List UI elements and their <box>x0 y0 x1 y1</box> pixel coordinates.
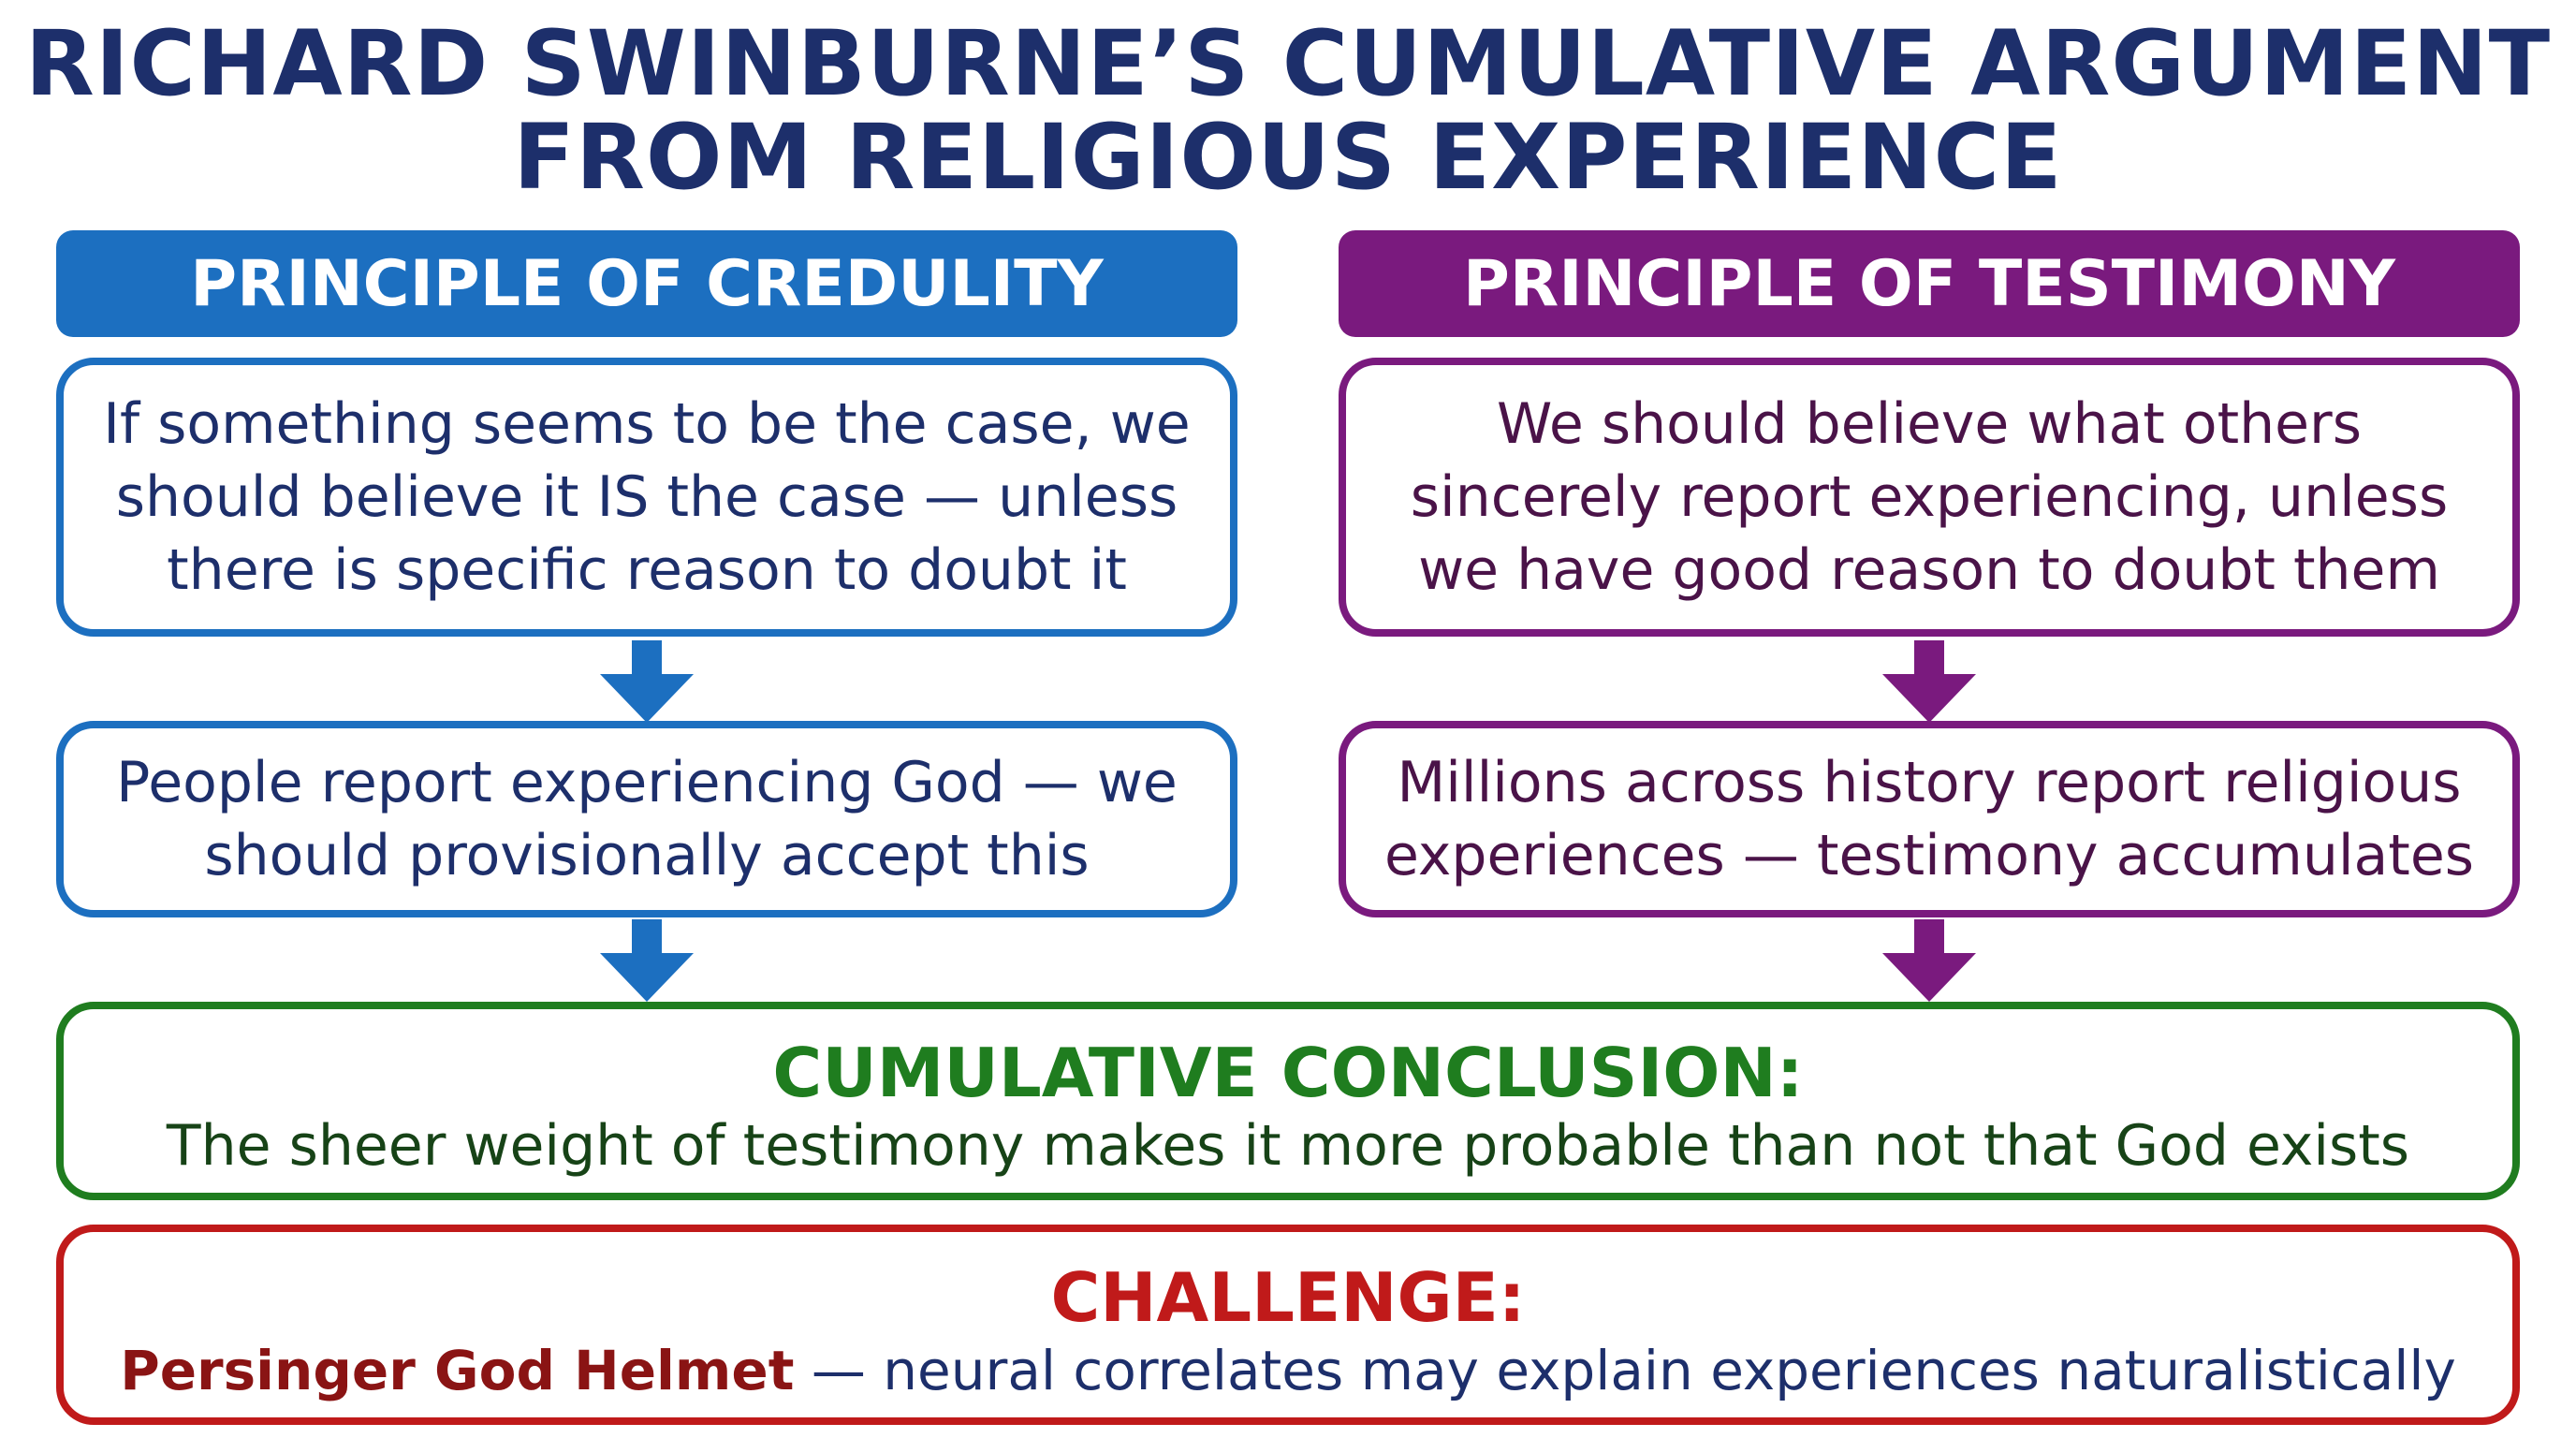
testimony-arrow-2 <box>1882 919 1976 1002</box>
credulity-application-text: People report experiencing God — we shou… <box>116 750 1178 888</box>
title-line-1: RICHARD SWINBURNE’S CUMULATIVE ARGUMENT <box>24 11 2552 116</box>
testimony-arrow-1 <box>1882 640 1976 723</box>
credulity-premise-text: If something seems to be the case, we sh… <box>103 391 1191 603</box>
challenge-heading: CHALLENGE: <box>1050 1258 1526 1337</box>
credulity-application-box: People report experiencing God — we shou… <box>56 721 1237 917</box>
credulity-header: PRINCIPLE OF CREDULITY <box>56 230 1237 337</box>
challenge-subject: Persinger God Helmet <box>120 1339 795 1402</box>
conclusion-heading: CUMULATIVE CONCLUSION: <box>772 1034 1804 1112</box>
testimony-application-text: Millions across history report religious… <box>1384 750 2474 888</box>
credulity-arrow-2 <box>600 919 694 1002</box>
title-line-2: FROM RELIGIOUS EXPERIENCE <box>513 105 2063 210</box>
testimony-application-box: Millions across history report religious… <box>1339 721 2520 917</box>
testimony-premise-text: We should believe what others sincerely … <box>1410 391 2449 603</box>
page-title: RICHARD SWINBURNE’S CUMULATIVE ARGUMENT … <box>0 17 2576 204</box>
conclusion-box: CUMULATIVE CONCLUSION: The sheer weight … <box>56 1002 2520 1200</box>
challenge-box: CHALLENGE: Persinger God Helmet — neural… <box>56 1225 2520 1425</box>
testimony-premise-box: We should believe what others sincerely … <box>1339 358 2520 637</box>
conclusion-text: The sheer weight of testimony makes it m… <box>166 1113 2410 1179</box>
credulity-arrow-1 <box>600 640 694 723</box>
challenge-body: Persinger God Helmet — neural correlates… <box>64 1335 2512 1406</box>
testimony-header: PRINCIPLE OF TESTIMONY <box>1339 230 2520 337</box>
credulity-premise-box: If something seems to be the case, we sh… <box>56 358 1237 637</box>
challenge-text: — neural correlates may explain experien… <box>794 1339 2456 1402</box>
